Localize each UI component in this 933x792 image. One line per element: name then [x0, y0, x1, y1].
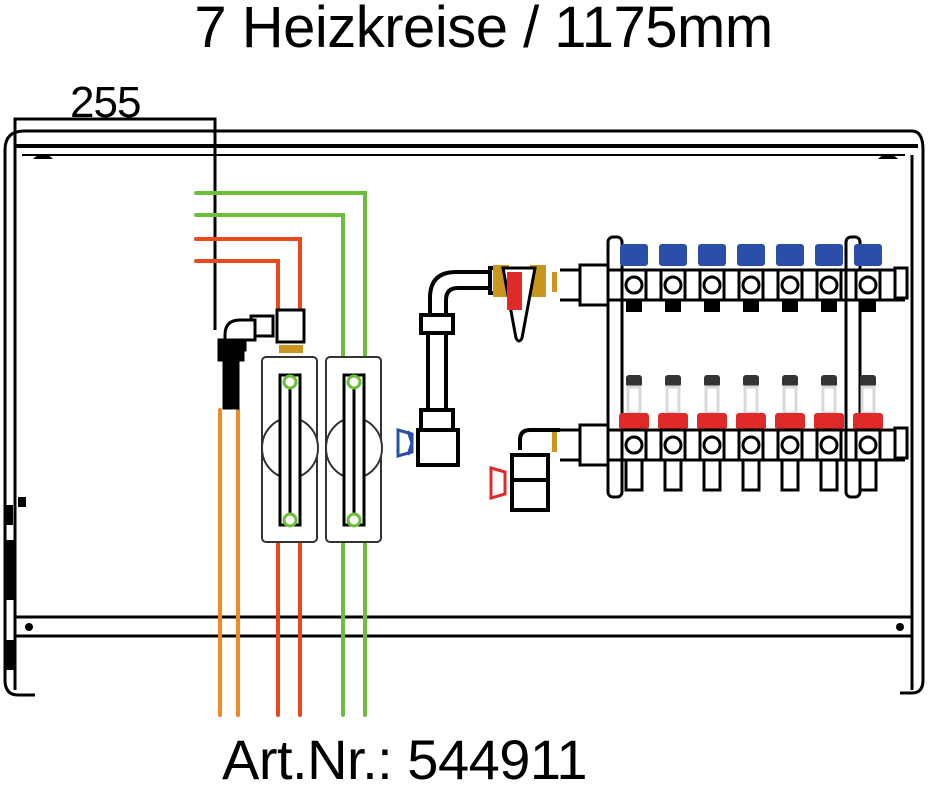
flowmeter-red-ring [775, 413, 805, 430]
flowmeter-red-ring [658, 413, 688, 430]
manifold-outlets [619, 244, 883, 492]
flowmeter-cap [704, 375, 720, 387]
supply-outlet-port [702, 275, 722, 295]
return-outlet-port [624, 435, 644, 455]
pipe-red-1 [194, 237, 302, 312]
supply-outlet-nut [704, 300, 720, 312]
supply-outlet-port [819, 275, 839, 295]
supply-outlet-port [858, 275, 878, 295]
flowmeter-red-ring [853, 413, 883, 430]
return-outlet-port [780, 435, 800, 455]
pipe-red-2 [194, 259, 280, 312]
return-outlet-port [819, 435, 839, 455]
return-outlet-port [702, 435, 722, 455]
flowmeter-cap [743, 375, 759, 387]
return-outlet-nut [624, 458, 644, 492]
supply-outlet-port [624, 275, 644, 295]
return-outlet-nut [780, 458, 800, 492]
dimension-bracket [13, 117, 217, 410]
cabinet-mount-hooks [25, 154, 904, 631]
flowmeter-cap [860, 375, 876, 387]
blue-valve-cap [620, 244, 648, 266]
flowmeter-glass [782, 385, 798, 415]
flowmeter-glass [821, 385, 837, 415]
flowmeter-red-ring [697, 413, 727, 430]
blue-valve-cap [737, 244, 765, 266]
flowmeter-cap [665, 375, 681, 387]
cabinet-side-details [5, 497, 26, 670]
supply-outlet-nut [821, 300, 837, 312]
flowmeter-glass [743, 385, 759, 415]
blue-valve-cap [698, 244, 726, 266]
supply-outlet-nut [782, 300, 798, 312]
pipe-green-2 [194, 213, 345, 717]
pipe-lines [194, 191, 367, 717]
blue-valve-cap [659, 244, 687, 266]
return-connection [510, 428, 560, 512]
return-outlet-nut [702, 458, 722, 492]
flowmeter-glass [626, 385, 642, 415]
pump-groups [261, 356, 383, 543]
return-outlet-nut [663, 458, 683, 492]
flowmeter-cap [821, 375, 837, 387]
supply-connection [416, 266, 506, 467]
ball-valve-blue [396, 428, 414, 458]
return-outlet-nut [858, 458, 878, 492]
brass-ring [279, 345, 303, 353]
supply-outlet-port [780, 275, 800, 295]
supply-outlet-nut [626, 300, 642, 312]
flowmeter-glass [704, 385, 720, 415]
article-number: Art.Nr.: 544911 [222, 728, 588, 791]
flowmeter-glass [665, 385, 681, 415]
flowmeter-cap [782, 375, 798, 387]
supply-outlet-port [663, 275, 683, 295]
flowmeter-red-ring [736, 413, 766, 430]
flowmeter-red-ring [814, 413, 844, 430]
blue-valve-cap [776, 244, 804, 266]
flowmeter-cap [626, 375, 642, 387]
ball-valve-red [489, 466, 507, 500]
return-outlet-port [741, 435, 761, 455]
return-outlet-nut [741, 458, 761, 492]
elbow-fitting [217, 308, 306, 410]
flowmeter-glass [860, 385, 876, 415]
return-outlet-port [663, 435, 683, 455]
supply-outlet-nut [743, 300, 759, 312]
thermometer-red [507, 272, 522, 310]
blue-valve-cap [854, 244, 882, 266]
blue-valve-cap [815, 244, 843, 266]
supply-outlet-nut [665, 300, 681, 312]
flowmeter-red-ring [619, 413, 649, 430]
diagram-title: 7 Heizkreise / 1175mm [194, 0, 773, 60]
return-outlet-port [858, 435, 878, 455]
pump-group-1 [261, 356, 319, 543]
supply-outlet-nut [860, 300, 876, 312]
return-outlet-nut [819, 458, 839, 492]
supply-outlet-port [741, 275, 761, 295]
pump-group-2 [325, 356, 383, 543]
